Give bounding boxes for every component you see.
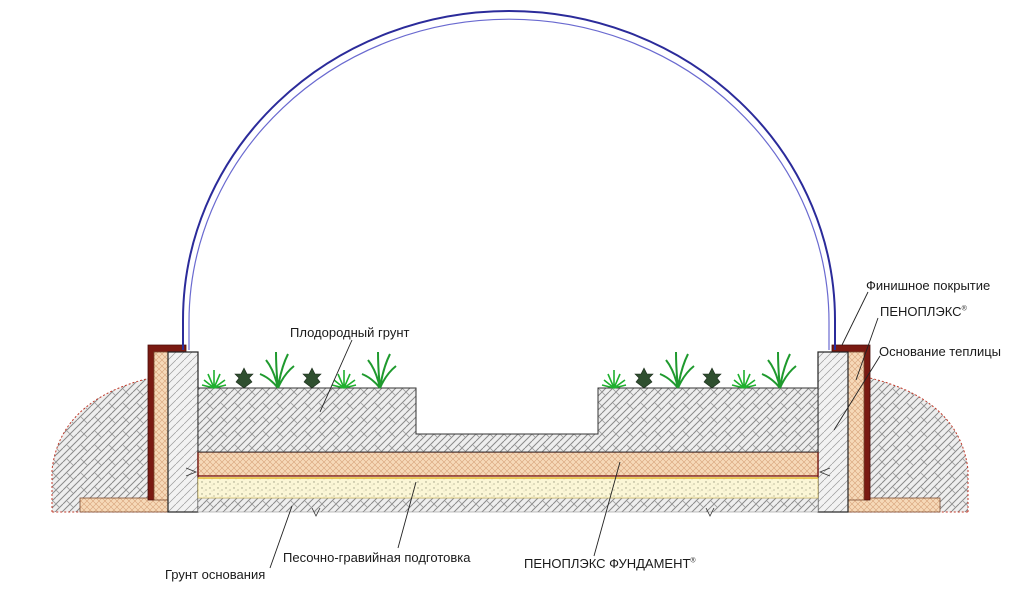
- break-marker-icon: [185, 467, 198, 477]
- leader-penoplex-foundation: [593, 461, 621, 557]
- label-penoplex-foundation-text: ПЕНОПЛЭКС ФУНДАМЕНТ: [524, 556, 691, 571]
- plant-icon: [302, 367, 322, 389]
- break-marker-icon: [818, 467, 831, 477]
- left-plants: [201, 351, 397, 389]
- sand-gravel-layer: [197, 477, 819, 499]
- label-ground-base: Грунт основания: [165, 567, 266, 582]
- label-sand-gravel: Песочно-гравийная подготовка: [283, 550, 471, 565]
- label-penoplex-foundation: ПЕНОПЛЭКС ФУНДАМЕНТ®: [524, 557, 696, 570]
- left-greenhouse-base-post: [167, 351, 199, 513]
- left-wall-penoplex: [153, 351, 169, 501]
- plant-icon: [731, 370, 757, 389]
- registered-mark: ®: [961, 305, 967, 313]
- greenhouse-arch-outer: [182, 10, 836, 350]
- fertile-soil-bed: [197, 387, 819, 453]
- leader-greenhouse-base: [833, 355, 881, 431]
- break-marker-icon: [311, 507, 321, 517]
- label-penoplex-text: ПЕНОПЛЭКС: [880, 304, 962, 319]
- plant-icon: [201, 370, 227, 389]
- greenhouse-arch-inner: [188, 18, 830, 350]
- leader-lines: [269, 291, 881, 569]
- right-plants: [601, 351, 797, 389]
- plant-icon: [601, 370, 627, 389]
- label-finish-coating: Финишное покрытие: [866, 278, 991, 293]
- leader-fertile-soil: [319, 339, 353, 413]
- break-marker-icon: [705, 507, 715, 517]
- right-ground-mound: [849, 377, 969, 513]
- plant-icon: [761, 351, 797, 389]
- leader-ground-base: [269, 505, 293, 569]
- plant-icon: [361, 351, 397, 389]
- penoplex-foundation-slab: [197, 451, 819, 477]
- label-greenhouse-base: Основание теплицы: [879, 344, 1002, 359]
- right-wall-penoplex: [847, 351, 865, 501]
- plant-icon: [634, 367, 654, 389]
- plant-icon: [234, 367, 254, 389]
- leader-finish-coating: [841, 291, 869, 346]
- right-greenhouse-base-post: [817, 351, 849, 513]
- leader-penoplex: [855, 317, 879, 381]
- registered-mark: ®: [690, 557, 696, 565]
- label-penoplex: ПЕНОПЛЭКС®: [880, 305, 967, 318]
- plant-icon: [259, 351, 295, 389]
- plant-icon: [659, 351, 695, 389]
- left-ground-mound: [51, 377, 169, 513]
- leader-sand-gravel: [397, 481, 417, 549]
- plant-icon: [702, 367, 722, 389]
- label-fertile-soil: Плодородный грунт: [290, 325, 410, 340]
- plant-icon: [331, 370, 357, 389]
